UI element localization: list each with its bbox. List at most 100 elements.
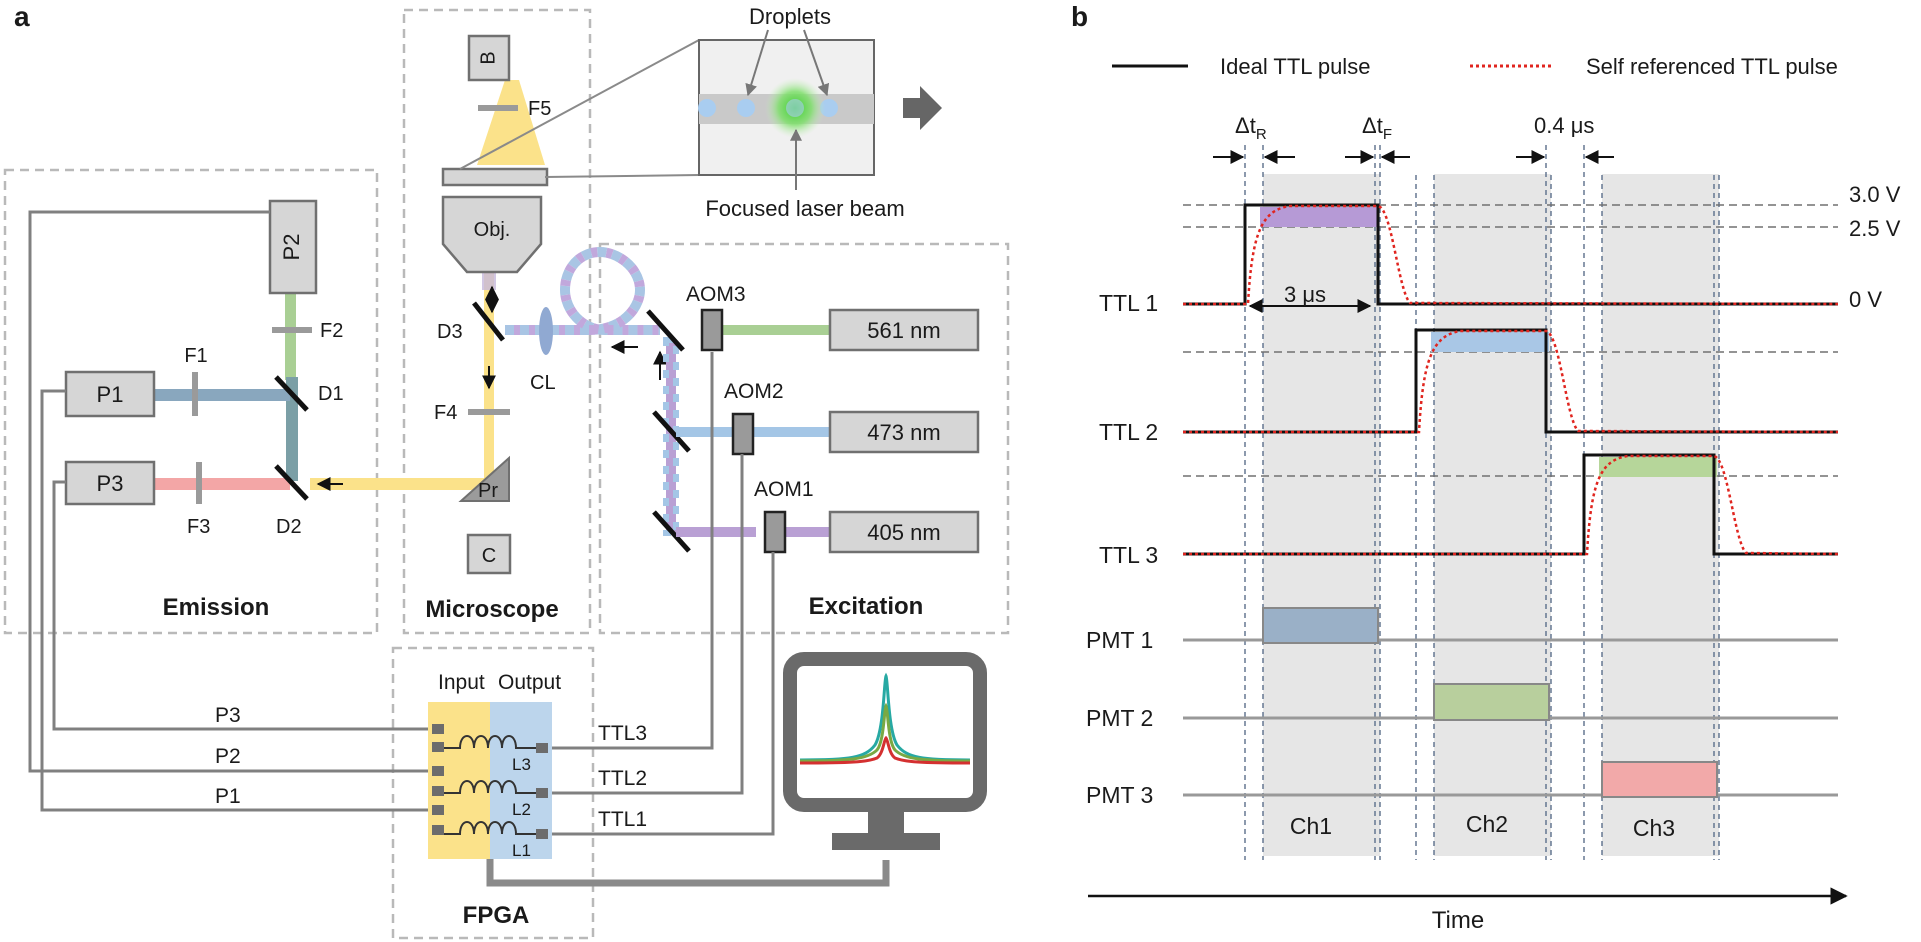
ttl1-selfref-trace [1183,204,1839,306]
beam-473-dashed [676,427,732,437]
fpga-port [432,724,444,734]
microfluidic-chip [441,167,549,187]
logic-link-l3 [444,735,536,749]
excitation-mirror-561 [646,309,685,352]
detector-p2-label: P2 [279,234,304,261]
dichroic-d3-label: D3 [437,321,463,343]
logic-link-l3-label: L3 [512,755,531,774]
panel-a: a Emission Microscope Excitation FPGA B … [3,1,1010,940]
detector-p3 [64,460,156,506]
inset-connector-top [459,39,700,170]
dichroic-d2-label: D2 [276,516,302,538]
filter-f2 [272,327,312,333]
fpga-port [432,742,444,752]
row-label-ttl2: TTL 2 [1099,419,1158,445]
wire-label-p3: P3 [215,704,241,727]
beam-to-p3 [155,478,290,490]
panel-b: b Ideal TTL pulse Self referenced TTL pu… [1071,1,1901,934]
legend-ideal-label: Ideal TTL pulse [1220,54,1370,79]
monitor-base [832,833,940,850]
channel-label-ch3: Ch3 [1633,815,1675,841]
level-2-5v-label: 2.5 V [1849,216,1901,241]
droplet [698,99,716,117]
component-c [466,533,512,575]
aom3 [700,308,724,352]
ttl3-selfref-trace [1183,454,1839,556]
excitation-section-box [598,242,1010,635]
filter-f4 [468,409,510,415]
channel-label-ch1: Ch1 [1290,813,1332,839]
row-label-ttl3: TTL 3 [1099,542,1158,568]
short-gap-label: 0.4 μs [1534,113,1594,138]
focused-laser-label: Focused laser beam [705,196,904,221]
microscope-title: Microscope [425,596,558,623]
component-c-label: C [482,545,496,567]
monitor-stand [868,805,904,835]
laser-561-label: 561 nm [867,318,940,343]
time-axis-label: Time [1432,907,1484,934]
wire-p2 [28,210,430,773]
fpga-port [432,766,444,776]
fpga-port [432,805,444,815]
filter-f5-label: F5 [528,98,551,120]
fpga-port [536,743,548,753]
inset-connector-bottom [544,174,700,178]
dichroic-d2 [274,464,309,501]
pulse-width-label: 3 μs [1284,282,1326,307]
fpga-output-label: Output [498,671,561,694]
droplet [737,99,755,117]
laser-405-label: 405 nm [867,520,940,545]
legend-selfref-label: Self referenced TTL pulse [1586,54,1838,79]
laser-405 [828,510,980,554]
laser-473 [828,410,980,454]
logic-link-l1-label: L1 [512,841,531,860]
droplet-pointer-right [803,29,830,97]
fiber-coupling-overlay [505,246,660,335]
ttl3-threshold-fill [1599,457,1717,477]
excitation-mirror-473 [652,410,691,453]
dtf-label: ΔtF [1362,113,1392,143]
dichroic-d1 [274,375,309,412]
wire-label-ttl2: TTL2 [598,767,647,790]
ttl2-threshold-fill [1431,332,1549,352]
filter-f3 [196,462,202,504]
objective-lens [441,195,543,274]
fiber-coupling [505,246,660,335]
emission-title: Emission [163,594,270,621]
beam-405-dashed [676,527,756,537]
pmt3-integration-window [1601,761,1718,798]
emission-beam-vertical [484,210,494,486]
fpga-port [536,788,548,798]
cylindrical-lens [539,307,553,355]
excitation-title: Excitation [809,593,924,620]
fpga-port [432,825,444,835]
row-label-pmt2: PMT 2 [1086,705,1153,731]
spectrum-trace-red [799,735,971,765]
beam-d1-d2 [286,377,298,481]
filter-f4-label: F4 [434,402,457,424]
logic-link-l1 [444,821,536,835]
wire-ttl1 [546,552,775,836]
aom1-label: AOM1 [754,478,814,501]
dtr-label: ΔtR [1235,113,1267,143]
wire-label-p1: P1 [215,785,241,808]
droplet-pointer-left [745,29,769,97]
emission-beam-horizontal [310,478,494,490]
wire-p1 [40,389,430,812]
laser-561 [828,308,980,352]
fpga-to-computer-cable [486,852,890,887]
dichroic-d1-label: D1 [318,383,344,405]
wire-label-ttl3: TTL3 [598,722,647,745]
droplet [786,99,804,117]
detector-p3-label: P3 [97,471,124,496]
objective-label: Obj. [474,219,511,241]
component-b [467,34,511,82]
detector-p2 [268,199,318,295]
aom2 [731,412,755,456]
logic-link-l2 [444,780,536,794]
aom3-label: AOM3 [686,283,746,306]
channel-window-ch2 [1434,174,1551,856]
beam-561 [720,325,830,335]
wire-ttl2 [546,454,744,795]
